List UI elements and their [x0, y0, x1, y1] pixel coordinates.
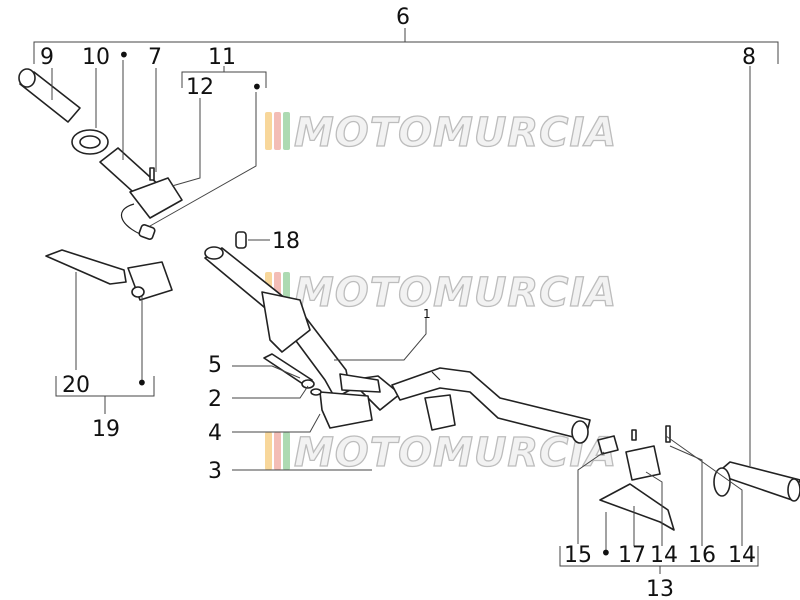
callout-4: 4 — [208, 421, 222, 446]
spacer-drawing — [597, 435, 619, 455]
callout-19: 19 — [92, 417, 120, 442]
leader-lines — [51, 60, 751, 552]
callout-9: 9 — [40, 45, 54, 70]
handlebar-tube-drawing — [204, 246, 591, 444]
throttle-housing-drawing — [121, 177, 183, 240]
left-brake-lever-drawing — [45, 249, 127, 285]
callout-11: 11 — [208, 45, 236, 70]
washers-drawing — [301, 379, 322, 396]
right-switch-body-drawing — [625, 445, 661, 481]
right-brake-lever-drawing — [599, 483, 675, 531]
svg-text:MOTOMURCIA: MOTOMURCIA — [294, 110, 617, 156]
callout-5: 5 — [208, 353, 222, 378]
watermark-stripe — [274, 432, 281, 470]
bullet-marker: • — [251, 75, 263, 99]
watermark-middle: MOTOMURCIA — [265, 269, 617, 317]
right-grip-drawing — [713, 461, 800, 502]
callout-10: 10 — [82, 45, 110, 70]
callout-2: 2 — [208, 387, 222, 412]
callout-3: 3 — [208, 459, 222, 484]
callout-1: 1 — [423, 307, 431, 321]
callout-17: 17 — [618, 543, 646, 568]
left-grip-drawing — [18, 68, 81, 123]
callout-6: 6 — [396, 5, 410, 30]
callout-13: 13 — [646, 577, 674, 600]
bullet-marker: • — [136, 371, 148, 395]
watermark-bottom: MOTOMURCIA — [265, 429, 617, 477]
watermark-stripe — [274, 112, 281, 150]
watermark-stripe — [283, 432, 290, 470]
bracket-group-13 — [559, 546, 759, 574]
svg-text:MOTOMURCIA: MOTOMURCIA — [294, 270, 617, 316]
small-screw-drawing — [631, 425, 671, 443]
master-cylinder-drawing — [127, 261, 173, 301]
callout-20: 20 — [62, 373, 90, 398]
bullet-marker: • — [118, 43, 130, 67]
callout-15: 15 — [564, 543, 592, 568]
callout-8: 8 — [742, 45, 756, 70]
pin-drawing — [235, 231, 247, 249]
callout-18: 18 — [272, 229, 300, 254]
screw-drawing — [149, 167, 155, 181]
callout-7: 7 — [148, 45, 162, 70]
bracket-group-19 — [55, 376, 155, 414]
watermark-stripe — [283, 112, 290, 150]
watermark-stripe — [265, 112, 272, 150]
ring-drawing — [71, 129, 109, 155]
clamp-bracket-drawing — [319, 373, 381, 429]
watermark-top: MOTOMURCIA — [265, 109, 617, 157]
callout-12: 12 — [186, 75, 214, 100]
bullet-marker: • — [600, 541, 612, 565]
watermark-stripe — [265, 432, 272, 470]
svg-text:MOTOMURCIA: MOTOMURCIA — [294, 430, 617, 476]
bracket-group-11 — [181, 66, 267, 88]
callout-16: 16 — [688, 543, 716, 568]
callout-14: 14 — [728, 543, 756, 568]
callout-14: 14 — [650, 543, 678, 568]
bracket-group-6 — [33, 28, 779, 64]
